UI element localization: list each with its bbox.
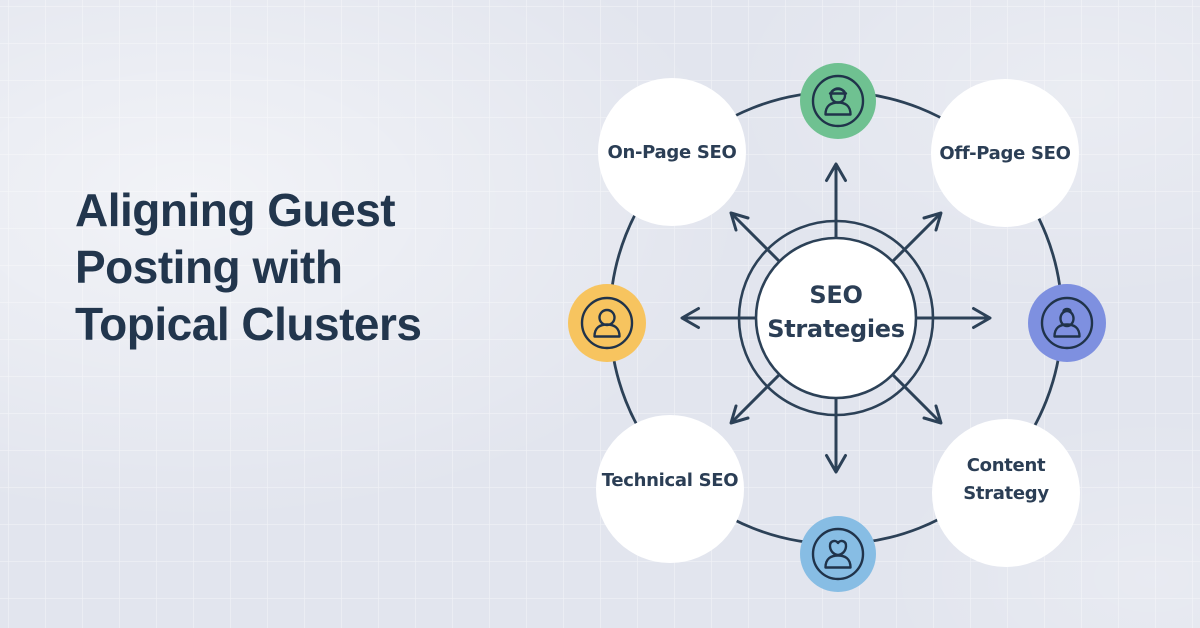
node-label-strategy: Strategy bbox=[963, 483, 1049, 504]
node-circle-technical-seo bbox=[596, 415, 744, 563]
arrow-up-left-head bbox=[729, 211, 750, 232]
center-label-line-2: Strategies bbox=[767, 315, 905, 343]
arrow-up-left-shaft bbox=[731, 213, 781, 263]
node-circle-content-strategy bbox=[932, 419, 1080, 567]
node-label-content: Content bbox=[967, 455, 1046, 476]
icon-badge-top bbox=[800, 63, 876, 139]
title-line-2: Posting with bbox=[75, 241, 343, 293]
center-label-line-1: SEO bbox=[809, 281, 862, 309]
page-title: Aligning Guest Posting with Topical Clus… bbox=[75, 182, 422, 353]
node-circle-off-page-seo bbox=[931, 79, 1079, 227]
node-label-off-page-seo: Off-Page SEO bbox=[939, 143, 1070, 164]
arrow-up-right-head bbox=[922, 211, 943, 232]
person-head bbox=[1059, 309, 1075, 328]
icon-inner-ring-top bbox=[811, 74, 865, 128]
person-shoulders bbox=[824, 554, 852, 569]
icon-badge-right bbox=[1028, 284, 1106, 362]
node-label-on-page-seo: On-Page SEO bbox=[607, 142, 736, 163]
arrow-up-head bbox=[825, 162, 847, 182]
person-icon bbox=[568, 284, 646, 362]
arrow-down-head bbox=[825, 454, 847, 474]
arrow-down-right-shaft bbox=[891, 373, 941, 423]
icon-inner-ring-bottom bbox=[811, 527, 865, 581]
center-outer-ring bbox=[737, 219, 935, 417]
person-with-cap-icon bbox=[800, 63, 876, 139]
icon-inner-ring-left bbox=[580, 296, 634, 350]
arrow-down-right-head bbox=[922, 404, 943, 425]
arrow-down-left-shaft bbox=[731, 373, 781, 423]
person-shoulders bbox=[1053, 323, 1081, 338]
title-line-1: Aligning Guest bbox=[75, 184, 396, 236]
person-shoulders bbox=[824, 101, 852, 116]
arrow-right-head bbox=[972, 307, 992, 329]
arrow-up-right-shaft bbox=[891, 213, 941, 263]
person-with-bun-icon bbox=[1028, 284, 1106, 362]
icon-inner-ring-right bbox=[1040, 296, 1094, 350]
person-bun bbox=[1062, 307, 1072, 314]
radial-arrows bbox=[680, 162, 992, 474]
node-label-technical-seo: Technical SEO bbox=[602, 470, 738, 491]
node-circle-on-page-seo bbox=[598, 78, 746, 226]
person-cap bbox=[828, 87, 848, 95]
title-line-3: Topical Clusters bbox=[75, 298, 422, 350]
center-circle bbox=[754, 236, 918, 400]
person-with-curly-hair-icon bbox=[800, 516, 876, 592]
icon-badge-left bbox=[568, 284, 646, 362]
arrow-left-head bbox=[680, 307, 700, 329]
person-shoulders bbox=[593, 323, 621, 338]
arrow-down-left-head bbox=[729, 404, 750, 425]
